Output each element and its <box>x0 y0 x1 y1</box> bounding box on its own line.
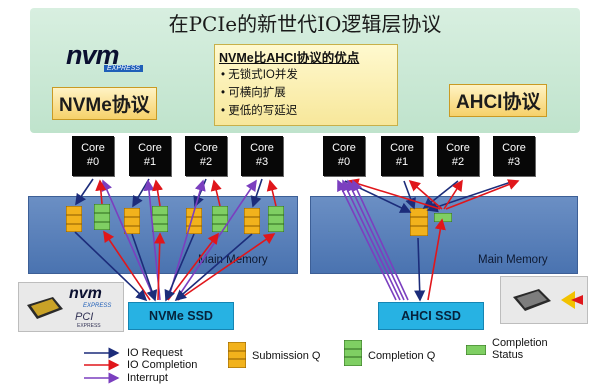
core-1-nvme: Core#1 <box>129 136 171 176</box>
nvme-product-card: nvm EXPRESS PCI EXPRESS <box>18 282 124 332</box>
main-memory-right-label: Main Memory <box>478 254 548 266</box>
submission-queue <box>409 207 429 241</box>
advantage-item: 可横向扩展 <box>221 84 286 100</box>
main-memory-left-label: Main Memory <box>198 254 268 266</box>
legend-completion-status-swatch <box>465 342 487 360</box>
core-3-ahci: Core#3 <box>493 136 535 176</box>
legend-completion-q: Completion Q <box>368 350 436 362</box>
legend-io-request: IO Request <box>127 347 183 359</box>
advantage-item: 无锁式IO并发 <box>221 66 298 82</box>
core-2-nvme: Core#2 <box>185 136 227 176</box>
ssd-drive-icon <box>27 297 63 319</box>
core-2-ahci: Core#2 <box>437 136 479 176</box>
ssd-drive-icon <box>513 289 551 311</box>
card-pci: PCI <box>75 311 94 323</box>
card-nvm-sub: EXPRESS <box>83 303 112 309</box>
legend-io-completion: IO Completion <box>127 359 198 371</box>
ahci-protocol-label: AHCI协议 <box>449 84 548 117</box>
core-3-nvme: Core#3 <box>241 136 283 176</box>
legend-submission-q: Submission Q <box>252 350 321 362</box>
nvme-ssd: NVMe SSD <box>128 302 234 330</box>
core-0-ahci: Core#0 <box>323 136 365 176</box>
card-pci-sub: EXPRESS <box>77 323 101 329</box>
legend-submission-q-swatch <box>227 341 247 373</box>
card-nvm-brand: nvm <box>69 285 102 302</box>
signal-icon <box>561 291 583 309</box>
legend-completion-q-swatch <box>343 339 363 371</box>
core-0-nvme: Core#0 <box>72 136 114 176</box>
core-1-ahci: Core#1 <box>381 136 423 176</box>
ahci-ssd: AHCI SSD <box>378 302 484 330</box>
advantages-title: NVMe比AHCI协议的优点 <box>219 51 360 65</box>
ahci-product-card <box>500 276 588 324</box>
page-title: 在PCIe的新世代IO逻辑层协议 <box>168 12 442 36</box>
legend-completion-status: Completion Status <box>492 337 548 361</box>
nvme-protocol-label: NVMe协议 <box>52 87 157 120</box>
legend-interrupt: Interrupt <box>127 372 168 384</box>
advantage-item: 更低的写延迟 <box>221 102 297 118</box>
legend-swatches <box>84 347 120 384</box>
nvme-logo-sub: EXPRESS <box>104 65 144 72</box>
